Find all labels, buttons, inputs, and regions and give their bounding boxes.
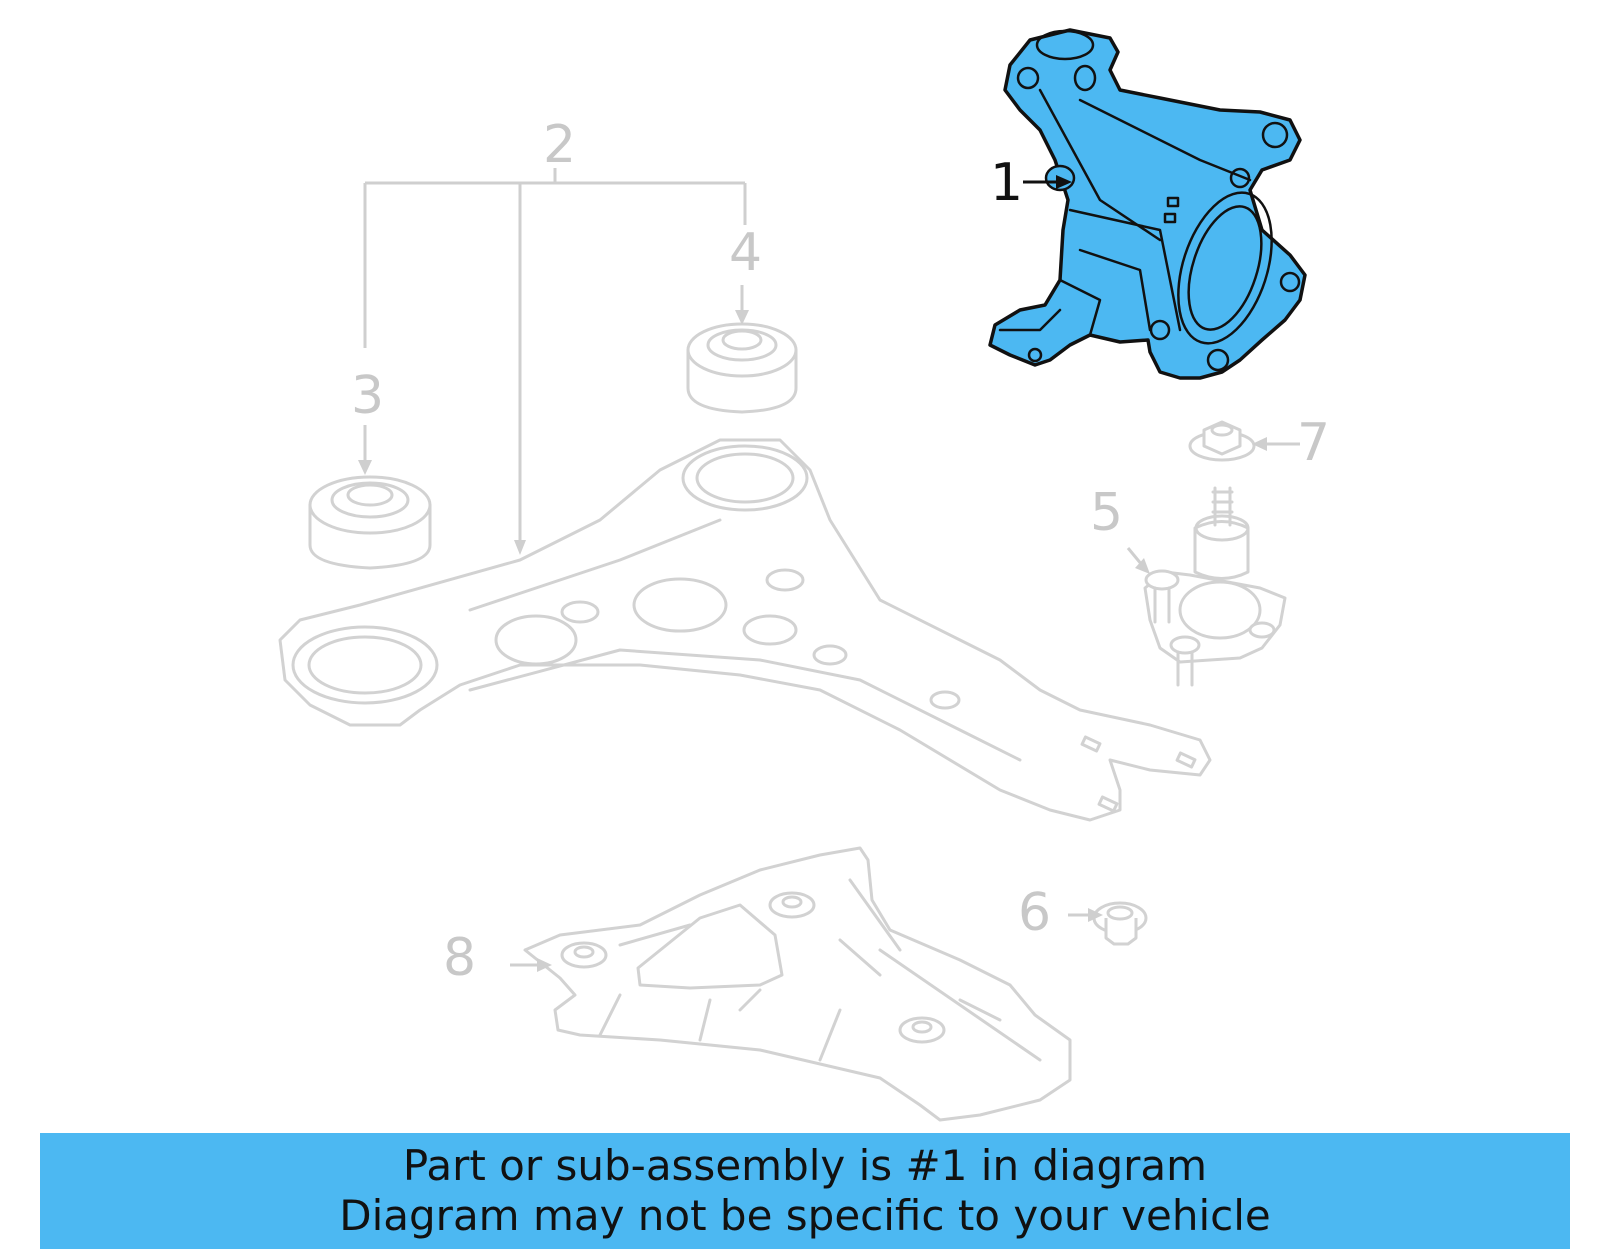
callout-label-4[interactable]: 4: [729, 223, 762, 283]
callout-label-6[interactable]: 6: [1018, 883, 1051, 943]
flange-nut-part-7[interactable]: [1188, 420, 1300, 462]
splash-shield-part-8[interactable]: [510, 846, 1072, 1122]
bushing-part-4[interactable]: [686, 285, 798, 414]
callout-label-3[interactable]: 3: [351, 366, 384, 426]
callout-arrowhead-1: [1056, 175, 1072, 189]
callout-label-2[interactable]: 2: [543, 115, 576, 175]
parts-diagram: 1 2 3 4 5 6 7 8: [278, 28, 1330, 1122]
bushing-part-3[interactable]: [308, 425, 432, 570]
callout-label-7[interactable]: 7: [1297, 413, 1330, 473]
callout-label-8[interactable]: 8: [443, 928, 476, 988]
callout-label-1[interactable]: 1: [990, 153, 1023, 213]
banner-line-part-info: Part or sub-assembly is #1 in diagram: [402, 1141, 1208, 1190]
callout-label-5[interactable]: 5: [1090, 483, 1123, 543]
info-banner: Part or sub-assembly is #1 in diagram Di…: [40, 1133, 1570, 1249]
lower-control-arm-part-2[interactable]: [278, 168, 1212, 822]
banner-line-disclaimer: Diagram may not be specific to your vehi…: [339, 1191, 1271, 1240]
ball-joint-part-5[interactable]: [1126, 486, 1287, 687]
nut-part-6[interactable]: [1068, 901, 1148, 946]
steering-knuckle-part-1[interactable]: [988, 28, 1307, 380]
